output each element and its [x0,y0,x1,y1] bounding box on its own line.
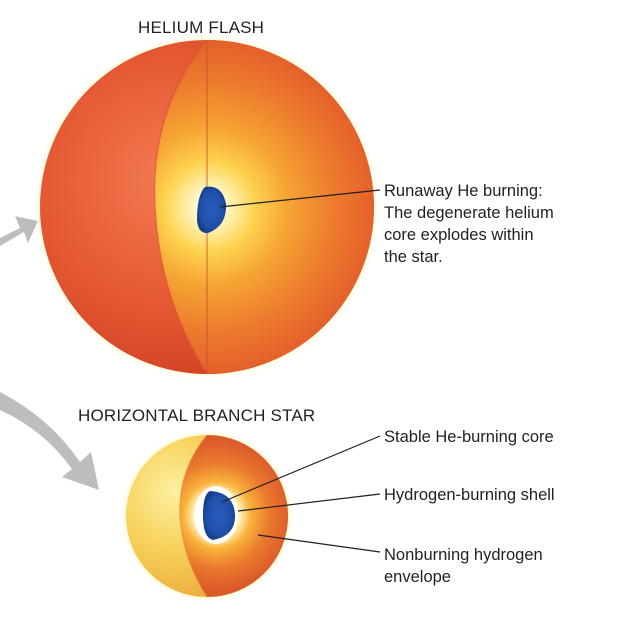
callout-line: Hydrogen-burning shell [384,484,555,506]
stable-core-callout: Stable He-burning core [384,426,554,448]
callout-line: The degenerate helium [384,202,554,224]
callout-line: core explodes within [384,224,554,246]
helium-flash-star [34,34,380,380]
upper-arrow [0,216,38,246]
hydrogen-shell-callout: Hydrogen-burning shell [384,484,555,506]
runaway-he-callout: Runaway He burning: The degenerate heliu… [384,180,554,268]
callout-line: envelope [384,566,543,588]
callout-line: Runaway He burning: [384,180,554,202]
helium-flash-title: HELIUM FLASH [138,18,264,38]
horizontal-branch-title: HORIZONTAL BRANCH STAR [78,406,315,426]
callout-line: Stable He-burning core [384,426,554,448]
helium-flash-interior [155,40,380,374]
callout-line: Nonburning hydrogen [384,544,543,566]
horizontal-branch-star [121,430,300,602]
callout-line: the star. [384,246,554,268]
envelope-callout: Nonburning hydrogen envelope [384,544,543,588]
